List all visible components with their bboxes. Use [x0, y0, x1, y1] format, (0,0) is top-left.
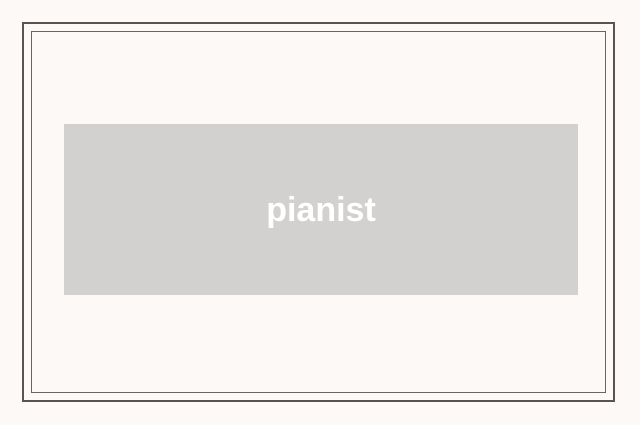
- placeholder-label: pianist: [266, 190, 376, 229]
- inner-frame-border: pianist: [31, 31, 606, 393]
- image-placeholder-block: pianist: [64, 124, 578, 295]
- outer-frame-border: pianist: [22, 22, 615, 402]
